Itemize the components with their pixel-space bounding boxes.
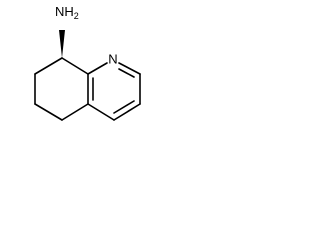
bond-n1-c2-inner [118,68,135,78]
amine-label: NH2 [55,4,79,21]
bond-c8a-c8 [61,57,89,75]
ring-nitrogen-label: N [108,51,117,66]
wedge-bond-c8-nh2 [59,30,65,58]
bond-c3-c4 [113,103,141,121]
amine-h-count: 2 [74,11,79,21]
amine-n-label: N [55,4,64,19]
amine-h-label: H [64,4,73,19]
chemical-structure: N NH2 [34,4,141,121]
bond-c8a-n1 [87,62,108,75]
bond-n1-c2 [118,62,141,75]
bond-c6-c5 [34,103,63,121]
bond-c8-c7 [34,57,63,75]
bond-c3-c4-inner [113,100,135,114]
bond-c5-c4a [61,103,89,121]
bond-c4-c4a [87,103,115,121]
